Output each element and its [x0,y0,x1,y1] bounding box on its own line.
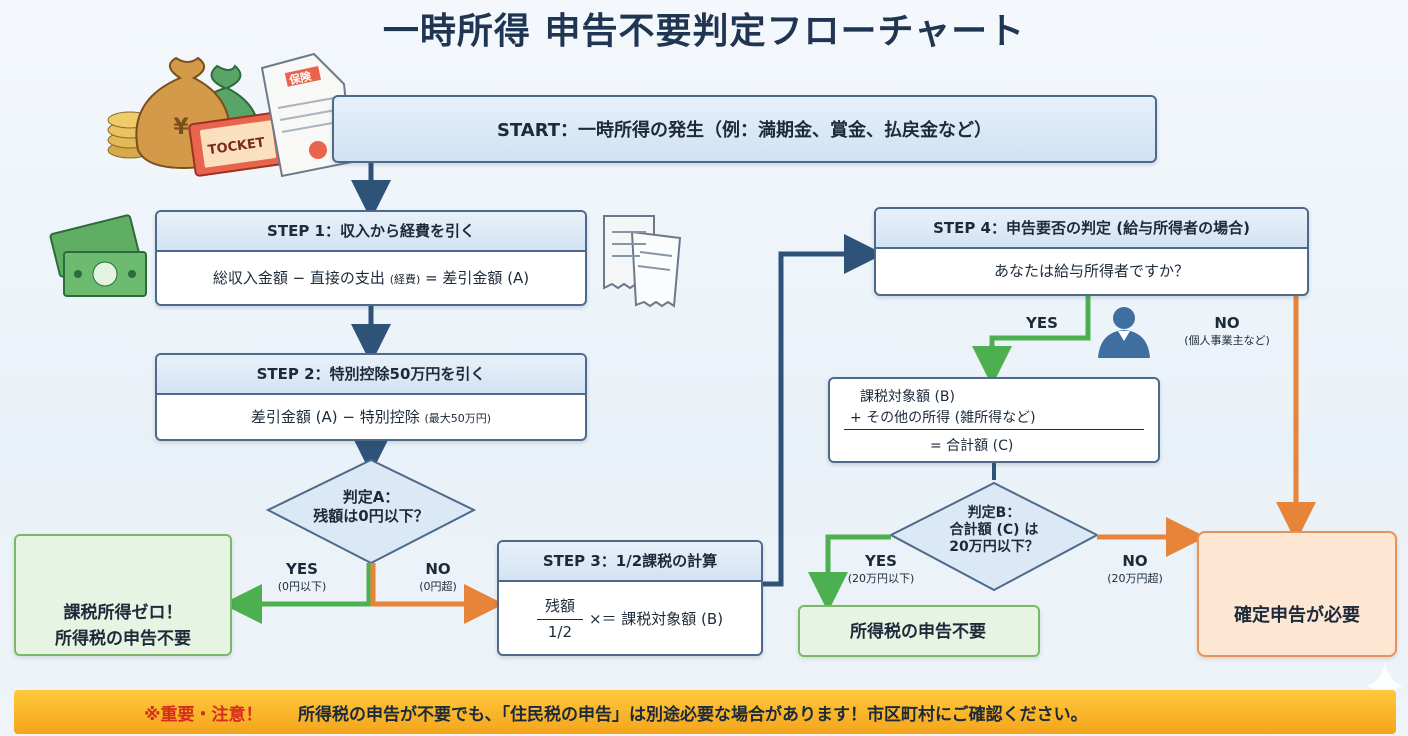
decisionA-no-label: NO (0円超) [398,560,478,594]
step3-denominator: 1/2 [547,623,573,641]
step3-numerator: 残額 [536,595,583,620]
decisionA-yes-sub: (0円以下) [277,580,327,593]
step1-body: 総収入金額 − 直接の支出 (経費) = 差引金額 (A) [157,252,585,304]
page-title: 一時所得 申告不要判定フローチャート [382,11,1026,52]
start-text: START：一時所得の発生（例：満期金、賞金、払戻金など） [496,120,993,141]
step1-header: STEP 1：収入から経費を引く [157,212,585,252]
result-no-filing-text: 所得税の申告不要 [850,622,986,642]
step2-header: STEP 2：特別控除50万円を引く [157,355,585,395]
calc-line3: = 合計額 (C) [930,438,1014,454]
step4-yes-main: YES [1026,314,1058,332]
decisionA-line1: 判定A： [342,488,400,506]
total-calc-box: 課税対象額 (B) + その他の所得 (雑所得など) = 合計額 (C) [828,377,1160,463]
step3-header: STEP 3：1/2課税の計算 [499,542,761,582]
decisionA-yes-label: YES (0円以下) [262,560,342,594]
step4-question: あなたは給与所得者ですか？ [993,262,1189,280]
decisionA-yes-main: YES [286,560,318,578]
decisionA-no-main: NO [425,560,451,578]
decisionA-line2: 残額は0円以下？ [313,507,429,525]
warning-prefix: ※重要・注意！ [144,704,263,725]
decisionB-yes-main: YES [865,552,897,570]
start-box: START：一時所得の発生（例：満期金、賞金、払戻金など） [332,95,1157,163]
decisionB-no-main: NO [1122,552,1148,570]
step2-box: STEP 2：特別控除50万円を引く 差引金額 (A) − 特別控除 (最大50… [155,353,587,441]
decisionB-no-label: NO (20万円超) [1090,552,1180,586]
step4-yes-label: YES [1012,314,1072,332]
step3-body: 残額 1/2 ×＝ 課税対象額 (B) [499,582,761,654]
decisionB-line3: 20万円以下？ [949,539,1039,555]
decisionA-label: 判定A： 残額は0円以下？ [291,488,451,526]
result-zero-line2: 所得税の申告不要 [55,629,191,649]
decisionB-yes-label: YES (20万円以下) [836,552,926,586]
step1-box: STEP 1：収入から経費を引く 総収入金額 − 直接の支出 (経費) = 差引… [155,210,587,306]
step1-formula-end: = 差引金額 (A) [425,269,530,287]
step1-formula-note: (経費) [389,273,421,286]
step2-body: 差引金額 (A) − 特別控除 (最大50万円) [157,395,585,439]
cash-icon [49,214,147,297]
step3-fraction: 残額 1/2 [536,595,583,641]
employee-person-icon [1098,307,1150,358]
decisionB-no-sub: (20万円超) [1107,572,1163,585]
ticket-icon: TOCKET [188,111,288,177]
decisionB-line1: 判定B： [967,505,1021,521]
step3-formula-end: ×＝ 課税対象額 (B) [588,609,724,628]
doc-text: 保険 [287,69,313,88]
decisionB-line2: 合計額 (C) は [949,522,1039,538]
step4-no-label: NO (個人事業主など) [1162,314,1292,348]
calc-line2: + その他の所得 (雑所得など) [850,410,1036,426]
result-zero-box: 課税所得ゼロ！ 所得税の申告不要 [14,534,232,656]
step3-box: STEP 3：1/2課税の計算 残額 1/2 ×＝ 課税対象額 (B) [497,540,763,656]
step4-no-sub: (個人事業主など) [1184,334,1270,347]
warning-text: 所得税の申告が不要でも、「住民税の申告」は別途必要な場合があります！市区町村にご… [298,704,1088,725]
result-zero-line1: 課税所得ゼロ！ [63,603,183,623]
calc-divider [844,429,1144,430]
decisionA-no-sub: (0円超) [419,580,457,593]
decisionB-label: 判定B： 合計額 (C) は 20万円以下？ [919,505,1069,556]
result-no-filing-box: 所得税の申告不要 [798,605,1040,657]
calc-line1: 課税対象額 (B) [860,389,955,405]
svg-text:¥: ¥ [173,115,189,140]
decisionB-yes-sub: (20万円以下) [847,572,915,585]
step4-box: STEP 4：申告要否の判定 (給与所得者の場合) あなたは給与所得者ですか？ [874,207,1309,296]
step1-formula-main: 総収入金額 − 直接の支出 [212,269,385,287]
step2-formula-note: (最大50万円) [424,412,492,425]
ticket-text: TOCKET [207,135,266,158]
receipts-icon [603,215,682,308]
result-filing-required-text: 確定申告が必要 [1234,605,1360,626]
warning-bar: ※重要・注意！ 所得税の申告が不要でも、「住民税の申告」は別途必要な場合がありま… [14,690,1396,734]
step4-no-main: NO [1214,314,1240,332]
result-filing-required-box: 確定申告が必要 [1197,531,1397,657]
step2-formula-main: 差引金額 (A) − 特別控除 [250,408,420,426]
step4-header: STEP 4：申告要否の判定 (給与所得者の場合) [876,209,1307,249]
money-bags-icon: ¥ [107,56,260,170]
